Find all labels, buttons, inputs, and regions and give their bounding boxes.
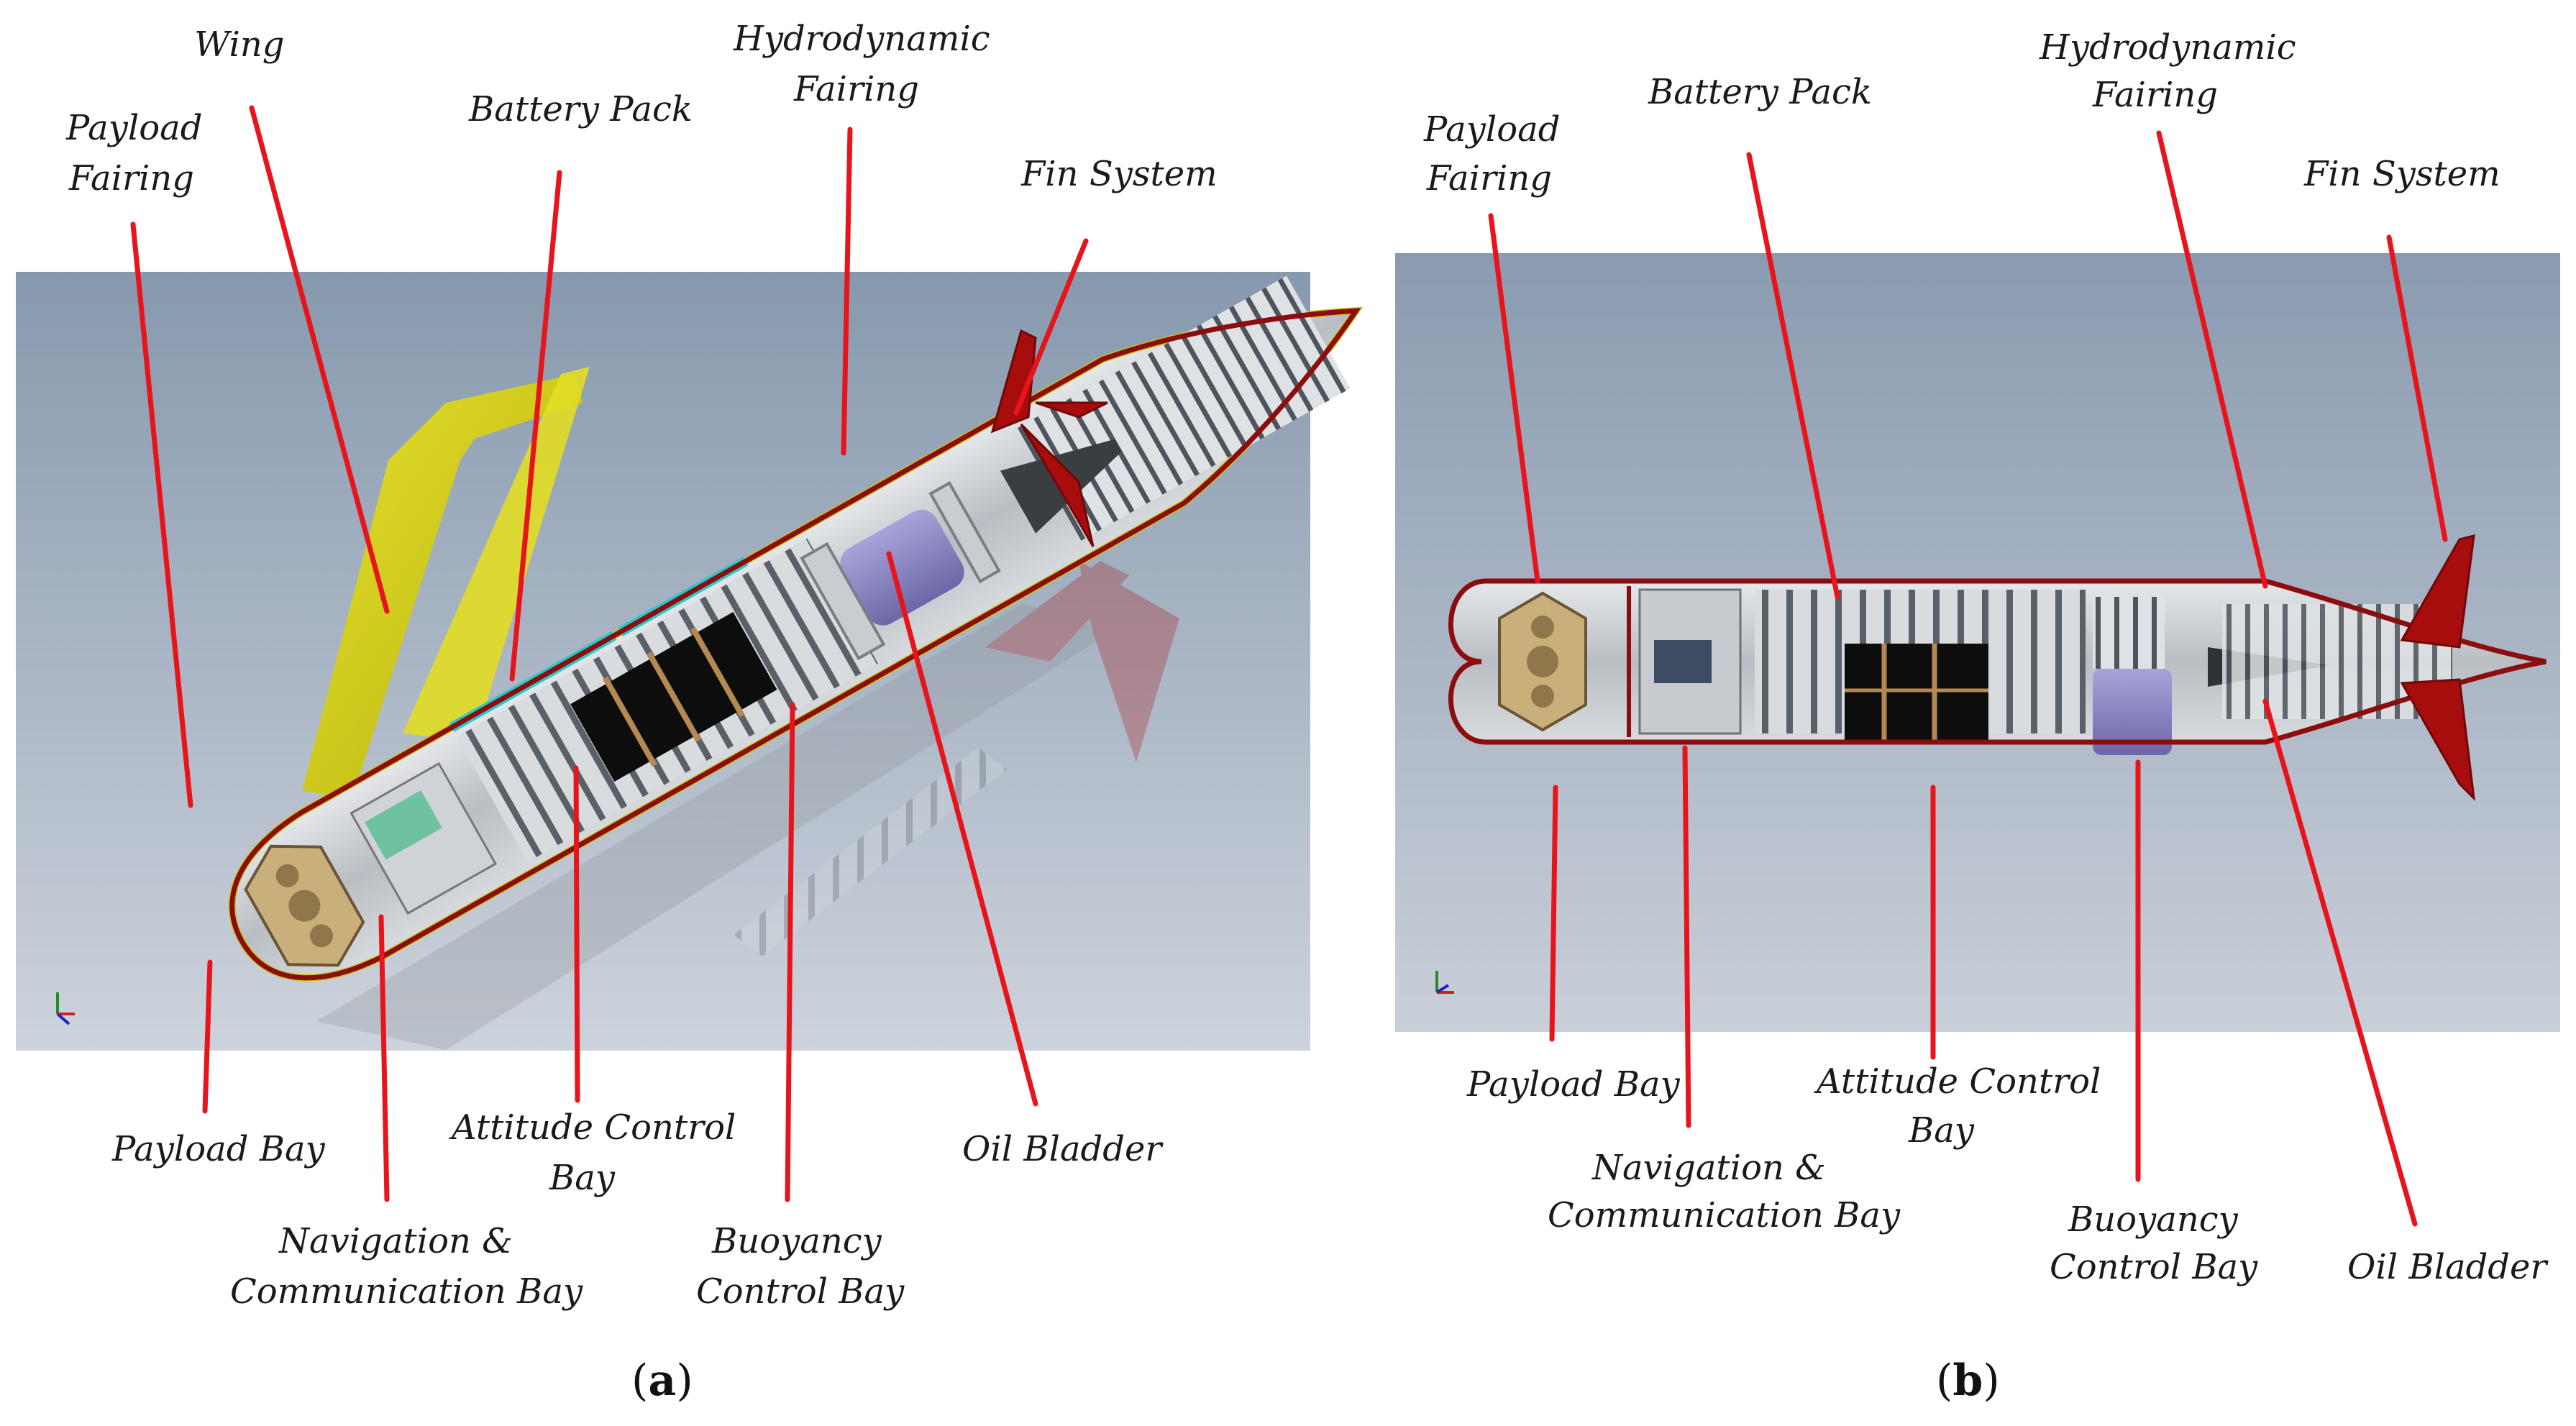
panel-a-leader-wing — [249, 105, 390, 614]
panel-b-axis-triad — [1435, 971, 1454, 994]
panel-a-label-attitude-control-bay-1: Attitude Control — [449, 1107, 736, 1148]
panel-a-label-wing: Wing — [194, 24, 284, 65]
panel-a-axis-triad — [56, 992, 75, 1025]
panel-a-leader-fin-system — [1013, 238, 1089, 416]
panel-a-label-nav-comm-bay-1: Navigation & — [278, 1221, 513, 1261]
panel-b-leader-battery-pack — [1746, 152, 1840, 600]
panel-a-fin-tail — [1035, 401, 1108, 419]
panel-a-label-hydrodynamic-fairing-2: Fairing — [793, 69, 919, 109]
panel-a-label-buoyancy-control-bay-1: Buoyancy — [711, 1221, 882, 1261]
panel-b-leader-hydrodynamic-fairing — [2156, 130, 2268, 589]
panel-b-label-buoyancy-control-bay-1: Buoyancy — [2068, 1199, 2239, 1240]
panel-b-leader-fin-system — [2386, 234, 2448, 542]
panel-a-fin-lower — [1020, 423, 1095, 547]
panel-b-label-payload-fairing-2: Fairing — [1426, 158, 1552, 198]
panel-a-label-hydrodynamic-fairing-1: Hydrodynamic — [733, 19, 990, 59]
panel-a-leader-payload-fairing — [130, 221, 193, 808]
panel-b-label-nav-comm-bay-2: Communication Bay — [1548, 1195, 1901, 1235]
panel-b-leader-nav-comm-bay — [1682, 745, 1691, 1128]
panel-b-leader-oil-bladder — [2262, 698, 2418, 1227]
panel-b-leader-payload-bay — [1549, 785, 1558, 1042]
panel-b-battery-pack — [1845, 644, 1988, 744]
panel-b-label-hydrodynamic-fairing-2: Fairing — [2092, 75, 2218, 115]
panel-a-label-nav-comm-bay-2: Communication Bay — [230, 1271, 583, 1312]
panel-b-marker: (b) — [1936, 1356, 2000, 1406]
panel-a: Wing Payload Fairing Battery Pack Hydrod… — [16, 19, 1364, 1406]
panel-a-label-payload-fairing-2: Fairing — [68, 158, 194, 198]
panel-a-label-buoyancy-control-bay-2: Control Bay — [696, 1271, 905, 1312]
panel-a-label-attitude-control-bay-2: Bay — [549, 1158, 616, 1198]
panel-a-label-fin-system: Fin System — [1020, 154, 1218, 194]
panel-b-buoyancy-bladder — [2093, 669, 2172, 755]
panel-b-label-hydrodynamic-fairing-1: Hydrodynamic — [2039, 27, 2296, 68]
panel-b-label-fin-system: Fin System — [2303, 154, 2500, 194]
panel-b-fin-upper — [2400, 534, 2475, 649]
panel-a-label-battery-pack: Battery Pack — [468, 89, 693, 129]
panel-b-hull — [1448, 578, 2547, 755]
panel-a-marker: (a) — [631, 1356, 693, 1406]
panel-b-label-battery-pack: Battery Pack — [1648, 72, 1872, 112]
panel-b-label-payload-fairing-1: Payload — [1423, 109, 1560, 150]
panel-a-wing-main — [403, 367, 590, 741]
panel-b-leader-payload-fairing — [1488, 213, 1540, 584]
panel-b-label-nav-comm-bay-1: Navigation & — [1591, 1148, 1826, 1188]
panel-a-leader-payload-bay — [202, 959, 213, 1114]
panel-b-label-payload-bay: Payload Bay — [1466, 1064, 1681, 1105]
panel-b-label-attitude-control-bay-2: Bay — [1908, 1110, 1975, 1151]
panel-a-leader-attitude-control-bay — [573, 765, 580, 1103]
panel-a-label-payload-fairing-1: Payload — [65, 108, 202, 148]
panel-a-leader-nav-comm-bay — [378, 914, 390, 1202]
panel-a-reflection — [316, 561, 1179, 1050]
panel-a-label-payload-bay: Payload Bay — [111, 1129, 326, 1169]
panel-a-leader-battery-pack — [509, 170, 562, 682]
panel-a-label-oil-bladder: Oil Bladder — [962, 1129, 1164, 1169]
panel-b-label-attitude-control-bay-1: Attitude Control — [1814, 1061, 2101, 1102]
panel-a-leader-hydrodynamic-fairing — [841, 127, 853, 456]
panel-a-wing — [302, 374, 583, 798]
panel-b-label-buoyancy-control-bay-2: Control Bay — [2050, 1247, 2258, 1287]
panel-a-leader-buoyancy-control-bay — [785, 702, 795, 1202]
panel-b: Payload Fairing Battery Pack Hydrodynami… — [1395, 27, 2560, 1406]
panel-b-label-oil-bladder: Oil Bladder — [2347, 1247, 2549, 1287]
panel-a-leader-oil-bladder — [886, 551, 1038, 1107]
panel-a-fin-upper — [990, 329, 1037, 434]
panel-b-fin-lower — [2400, 678, 2476, 802]
panel-a-buoyancy-bladder — [840, 509, 964, 626]
